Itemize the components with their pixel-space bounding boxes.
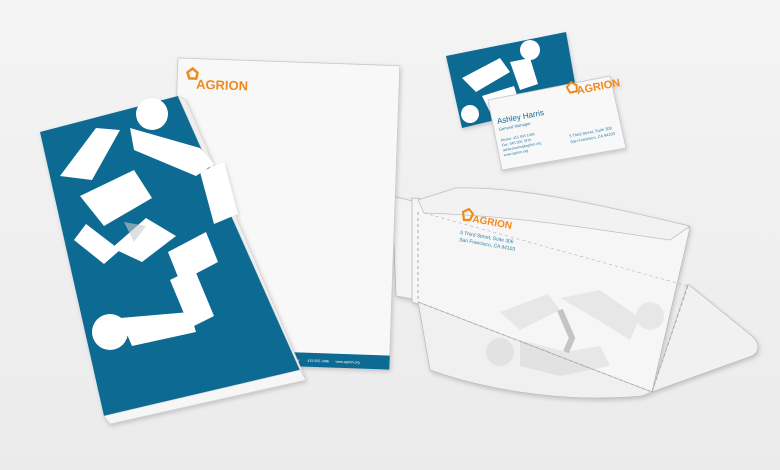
envelope: AGRION 5 Third Street, Suite 306 San Fra…: [391, 187, 759, 399]
envelope-top-flap: [417, 187, 691, 241]
card-contact-line-1: Phone: 415 555 1486: [500, 132, 535, 142]
folder-brand-graphic: [60, 98, 238, 350]
envelope-right-flap: [651, 283, 759, 393]
envelope-watermark-mark: [486, 290, 664, 376]
envelope-fold-line-right: [651, 285, 689, 393]
card-title: General Manager: [498, 121, 532, 132]
business-card-front: AGRION Ashley Harris General Manager Pho…: [487, 75, 627, 171]
letterhead-logo-icon: [186, 66, 199, 80]
card-contact-line-3: ashleyharris@agrion.org: [502, 141, 541, 152]
card-contact-line-4: www.agrion.org: [503, 149, 528, 158]
envelope-fold-line-top: [423, 212, 689, 287]
letterhead-footer-item-3: www.agrion.org: [335, 360, 359, 365]
card-logo-icon: [565, 80, 578, 94]
presentation-folder: [40, 95, 307, 425]
folder-paper-edge-right: [177, 95, 307, 381]
letterhead-footer-bar: [289, 352, 390, 370]
folder-graphic-shade: [124, 222, 146, 242]
letterhead-footer-item-2: 415.555.1486: [307, 359, 329, 364]
card-contact-line-2: Fax: 345 556 7876: [501, 138, 531, 148]
envelope-watermark-fold: [557, 308, 576, 354]
letterhead-logo-text: AGRION: [196, 77, 248, 94]
